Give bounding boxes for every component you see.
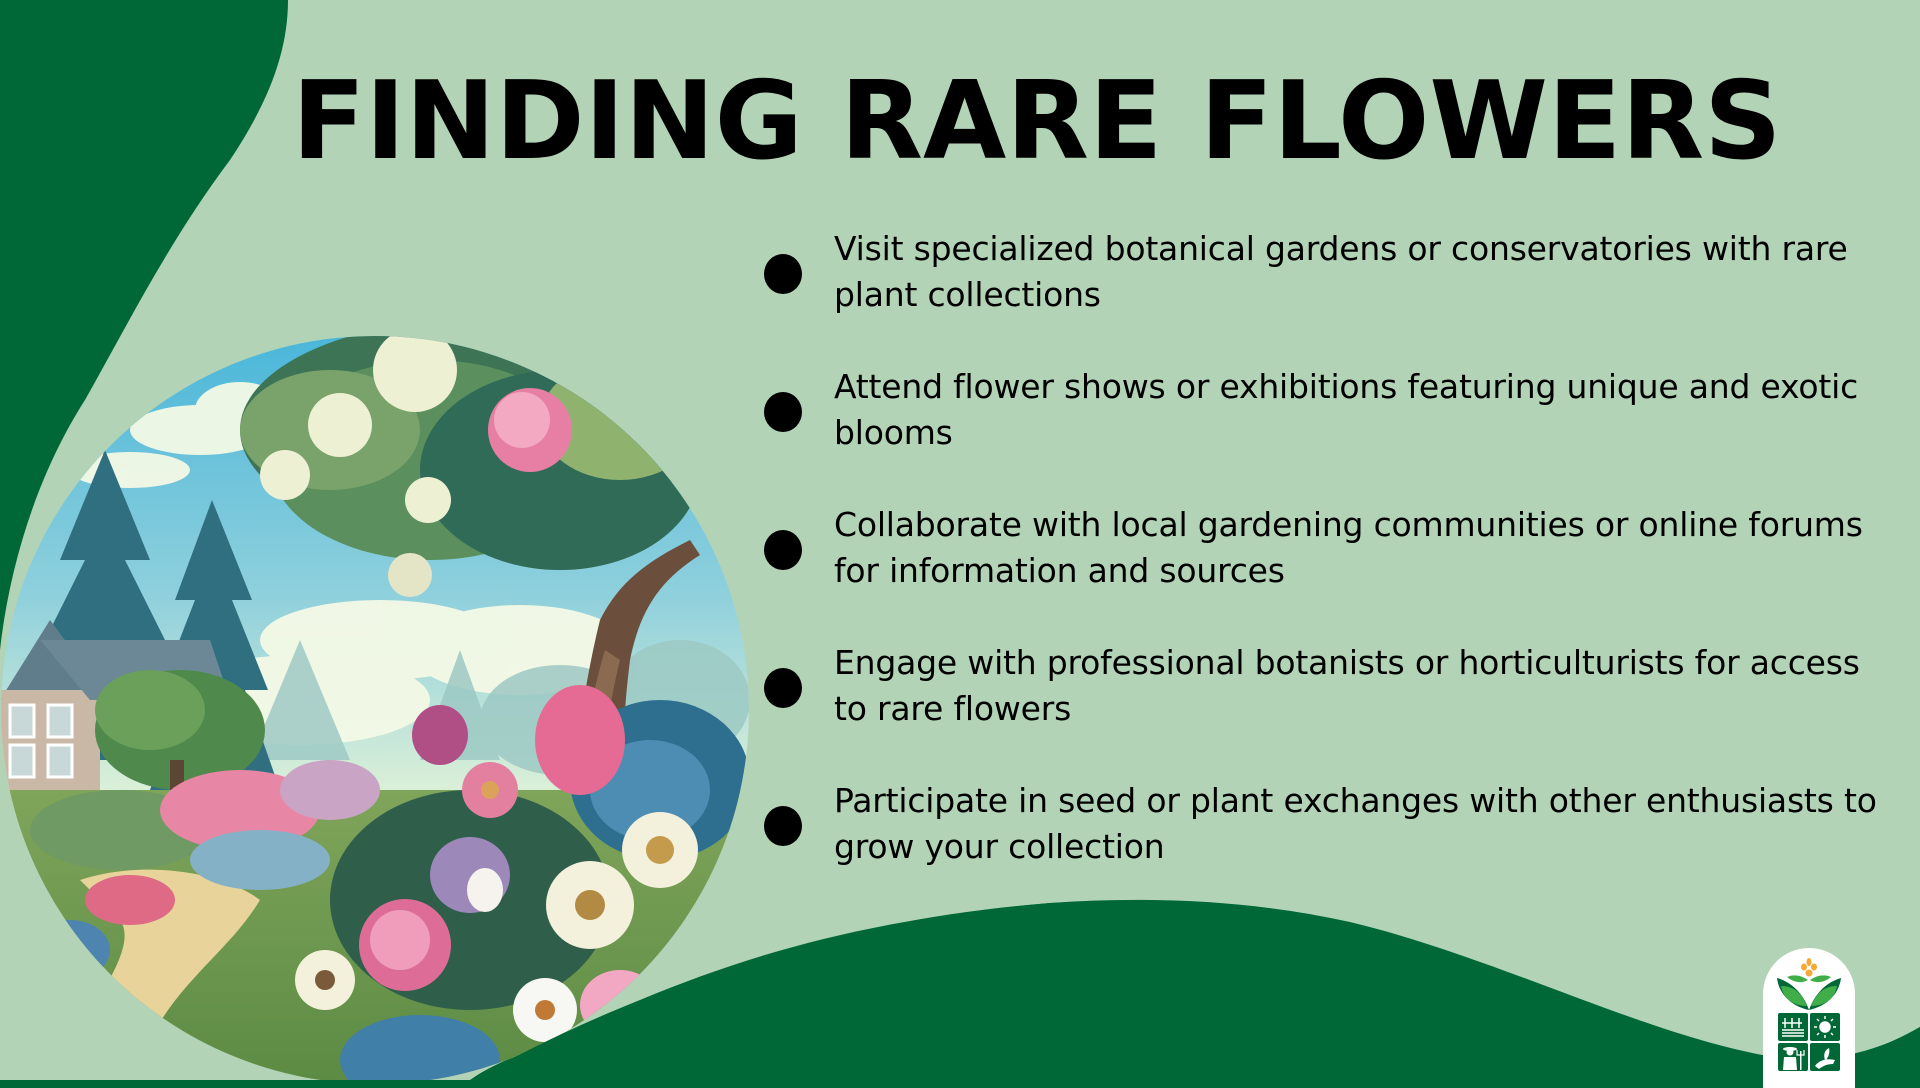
bullet-dot-icon	[764, 668, 802, 708]
bullet-item: Visit specialized botanical gardens or c…	[764, 226, 1884, 364]
agriculture-logo-icon	[1763, 948, 1855, 1088]
bullet-text: Visit specialized botanical gardens or c…	[834, 229, 1848, 314]
bullet-item: Collaborate with local gardening communi…	[764, 502, 1884, 640]
bullet-text: Collaborate with local gardening communi…	[834, 505, 1863, 590]
bullet-dot-icon	[764, 392, 802, 432]
page-title: FINDING RARE FLOWERS	[292, 59, 1782, 184]
bullet-text: Attend flower shows or exhibitions featu…	[834, 367, 1859, 452]
bullet-item: Participate in seed or plant exchanges w…	[764, 778, 1884, 916]
bullet-dot-icon	[764, 254, 802, 294]
bullet-item: Engage with professional botanists or ho…	[764, 640, 1884, 778]
bullet-text: Engage with professional botanists or ho…	[834, 643, 1860, 728]
bullet-dot-icon	[764, 530, 802, 570]
bullet-item: Attend flower shows or exhibitions featu…	[764, 364, 1884, 502]
bottom-wave	[470, 899, 1920, 1080]
house	[1, 620, 230, 800]
bullet-text: Participate in seed or plant exchanges w…	[834, 781, 1877, 866]
bullet-list: Visit specialized botanical gardens or c…	[764, 226, 1884, 916]
bullet-dot-icon	[764, 806, 802, 846]
